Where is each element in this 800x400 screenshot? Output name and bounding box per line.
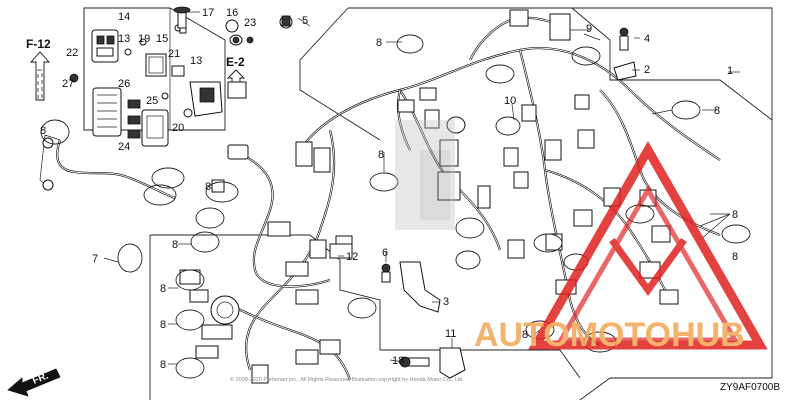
- f12-arrow-icon: [29, 51, 51, 101]
- callout-1: 1: [727, 65, 733, 77]
- callout-8c: 8: [205, 181, 211, 193]
- callout-23: 23: [244, 17, 256, 29]
- callout-2: 2: [644, 64, 650, 76]
- callout-25: 25: [146, 95, 158, 107]
- callout-8l: 8: [522, 329, 528, 341]
- svg-text:F-12: F-12: [26, 37, 51, 51]
- callout-8j: 8: [732, 209, 738, 221]
- callout-8g: 8: [160, 359, 166, 371]
- callout-8i: 8: [714, 105, 720, 117]
- front-arrow-icon: [7, 368, 61, 397]
- leader-lines: [103, 11, 740, 365]
- front-direction-arrow: FR.: [7, 368, 61, 397]
- callout-6: 6: [382, 247, 388, 259]
- callout-14: 14: [118, 11, 130, 23]
- callout-8b: 8: [378, 149, 384, 161]
- callout-17: 17: [202, 7, 214, 19]
- callout-26: 26: [118, 78, 130, 90]
- callout-7: 7: [92, 253, 98, 265]
- watermark-triangle-icon: [528, 140, 768, 350]
- callout-20: 20: [172, 122, 184, 134]
- callout-8k: 8: [732, 251, 738, 263]
- callout-11: 11: [445, 328, 456, 340]
- section-f12: F-12: [26, 37, 51, 101]
- callout-5: 5: [302, 15, 308, 27]
- callout-13a: 13: [118, 33, 130, 45]
- callout-12: 12: [346, 251, 358, 263]
- callout-8d: 8: [172, 239, 178, 251]
- callout-21: 21: [168, 48, 180, 60]
- callout-16: 16: [226, 7, 238, 19]
- left-connector-cluster: [39, 73, 185, 206]
- callout-24: 24: [118, 141, 130, 153]
- watermark-brand: AUTOMOTOHUB: [474, 316, 745, 354]
- callout-8e: 8: [160, 283, 166, 295]
- callout-9: 9: [586, 23, 592, 35]
- callout-4: 4: [644, 33, 650, 45]
- drawing-code: ZY9AF0700B: [720, 382, 780, 393]
- callout-labels: 1 2 3 4 5 6 7 8 8 8 8 8 8 8 8 8 8 8 8 9 …: [40, 7, 738, 371]
- callout-8h: 8: [40, 125, 46, 137]
- callout-8f: 8: [160, 319, 166, 331]
- callout-10: 10: [504, 95, 516, 107]
- callout-18: 18: [392, 355, 404, 367]
- copyright-text: © 2009-2020 Partsmart Inc., All Rights R…: [230, 376, 464, 383]
- callout-8a: 8: [376, 37, 382, 49]
- watermark: AUTOMOTOHUB: [474, 140, 768, 354]
- svg-text:E-2: E-2: [226, 55, 245, 69]
- callout-15: 15: [156, 33, 168, 45]
- callout-27: 27: [62, 78, 74, 90]
- inset-parts-box: [83, 7, 226, 131]
- callout-3: 3: [443, 296, 449, 308]
- shaded-area: [395, 120, 455, 230]
- callout-13b: 13: [190, 55, 202, 67]
- brackets-and-bolts: [173, 6, 637, 379]
- harness-connectors: [179, 9, 679, 384]
- callout-19: 19: [138, 33, 150, 45]
- callout-22: 22: [66, 47, 78, 59]
